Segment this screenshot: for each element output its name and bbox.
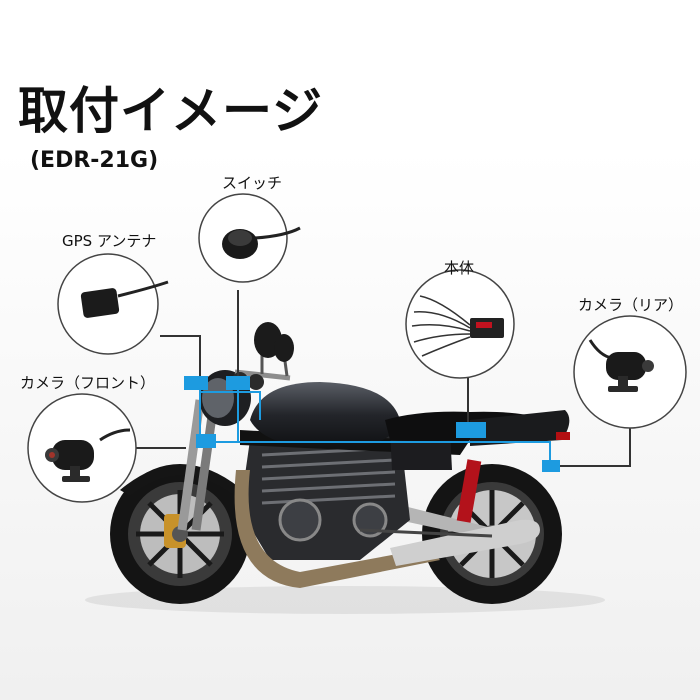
tail-cowl <box>470 410 570 446</box>
front-camera-label: カメラ（フロント） <box>20 374 156 392</box>
bullet-camera-icon <box>45 440 94 482</box>
marker-front-camera <box>196 434 216 448</box>
front-camera-callout <box>27 393 137 503</box>
rear-shock <box>456 459 482 523</box>
fuel-tank <box>250 382 400 448</box>
body-unit-label: 本体 <box>444 259 475 277</box>
marker-gps <box>184 376 208 390</box>
model-number: (EDR-21G) <box>30 148 159 173</box>
body-callout <box>405 269 515 379</box>
exhaust-header <box>234 470 440 588</box>
marker-switch <box>226 376 250 390</box>
switch-label: スイッチ <box>222 174 283 192</box>
gps-callout <box>57 253 169 355</box>
switch-callout <box>198 193 301 283</box>
marker-rear-camera <box>542 460 560 472</box>
marker-body <box>456 422 486 438</box>
mirror-right <box>274 334 294 362</box>
mount-markers <box>184 376 560 472</box>
gps-antenna-puck-icon <box>80 288 120 318</box>
motorcycle <box>110 322 570 604</box>
page-title: 取付イメージ <box>18 82 323 140</box>
rear-camera-callout <box>573 315 687 429</box>
rear-camera-label: カメラ（リア） <box>578 296 684 314</box>
gps-antenna-label: GPS アンテナ <box>62 232 157 250</box>
leader-lines <box>130 290 631 467</box>
bullet-camera-icon <box>606 352 654 392</box>
muffler <box>390 519 540 566</box>
